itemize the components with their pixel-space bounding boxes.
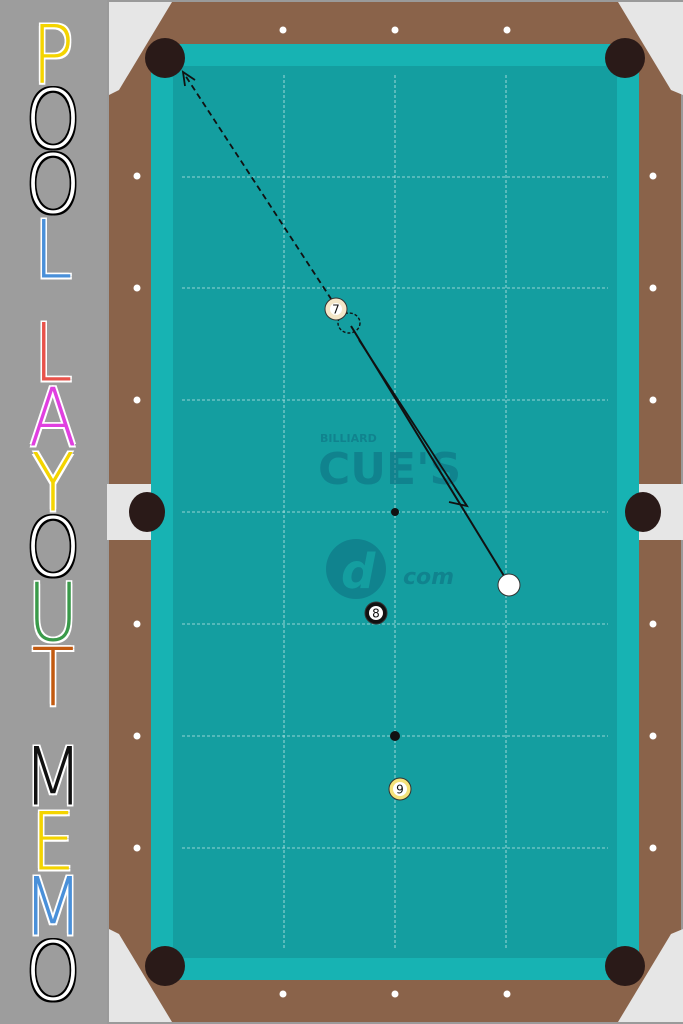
svg-text:CUE'S: CUE'S — [318, 444, 461, 495]
pockets — [129, 38, 661, 986]
corner-plate-br — [618, 929, 683, 1022]
title-letter: O — [25, 137, 81, 233]
cue-ball[interactable] — [497, 573, 521, 597]
ball-9-label: 9 — [396, 783, 404, 797]
ball-7[interactable]: 7 — [324, 297, 348, 321]
pocket-top-right — [605, 38, 645, 78]
svg-text:d: d — [341, 544, 376, 600]
title-letter: A — [29, 370, 77, 466]
title-letter: E — [30, 794, 76, 890]
ghost-ball — [337, 312, 361, 334]
diamonds — [133, 26, 657, 998]
corner-plate-bl — [109, 929, 172, 1022]
title-letter: U — [27, 565, 79, 661]
pocket-bottom-left — [145, 946, 185, 986]
title-letter: L — [33, 305, 73, 401]
title-letter: Y — [31, 435, 75, 531]
title-letter: O — [25, 500, 81, 596]
svg-text:BILLIARD: BILLIARD — [320, 432, 377, 445]
corner-plate-tr — [618, 2, 683, 95]
title-letter: T — [31, 630, 75, 726]
title-letter: O — [25, 924, 81, 1020]
title-letter: M — [22, 859, 84, 955]
ball-8-label: 8 — [372, 607, 380, 621]
corner-plate-tl — [109, 2, 172, 95]
pocket-bottom-right — [605, 946, 645, 986]
svg-text:com: com — [403, 565, 454, 590]
shot-lines — [181, 70, 510, 585]
pocket-side-left — [129, 492, 165, 532]
ball-9[interactable]: 9 — [388, 777, 412, 801]
table-canvas[interactable]: BILLIARD CUE'S d com 7 8 9 — [107, 0, 683, 1024]
foot-spot — [390, 731, 400, 741]
ball-8[interactable]: 8 — [364, 601, 388, 625]
title-letter: O — [25, 72, 81, 168]
pocket-side-right — [625, 492, 661, 532]
title-sidebar — [0, 0, 107, 1024]
title-letter: M — [22, 729, 84, 825]
pool-table[interactable]: BILLIARD CUE'S d com 7 8 9 — [107, 0, 683, 1024]
watermark: BILLIARD CUE'S d com — [318, 432, 461, 600]
title-letter: P — [31, 7, 75, 103]
center-spot — [391, 508, 399, 516]
pocket-top-left — [145, 38, 185, 78]
title-letter: L — [33, 202, 73, 298]
ball-7-label: 7 — [332, 303, 340, 317]
